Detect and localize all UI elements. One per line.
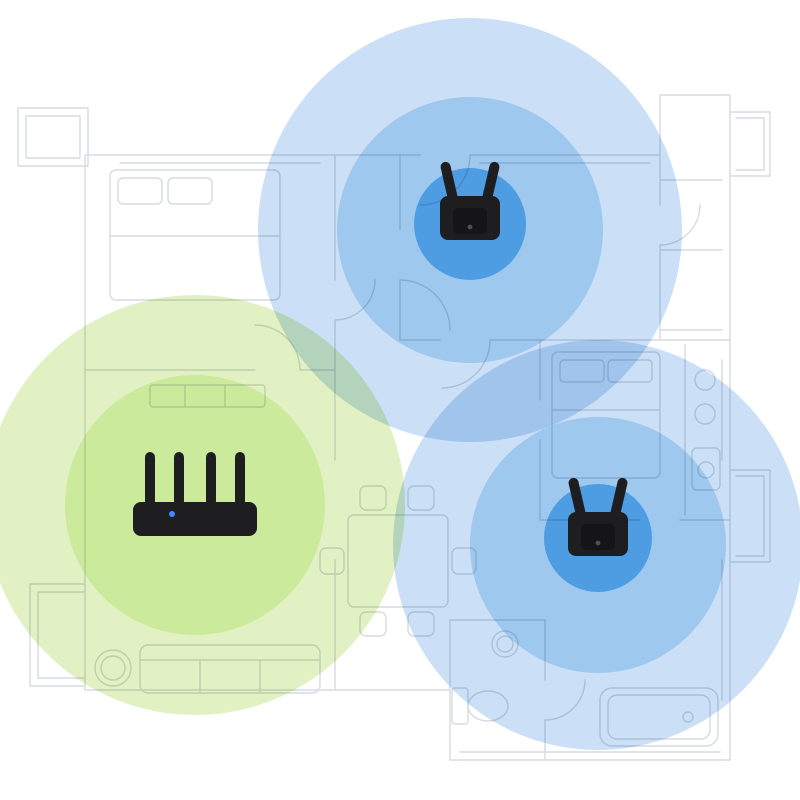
router-antenna xyxy=(235,452,245,506)
pillow xyxy=(117,177,163,205)
devices xyxy=(133,160,629,556)
router-led xyxy=(169,511,175,517)
coverage-circles xyxy=(0,18,800,750)
router-antenna xyxy=(206,452,216,506)
pillow xyxy=(167,177,213,205)
router-antenna xyxy=(174,452,184,506)
router-icon xyxy=(133,452,257,536)
router-antenna xyxy=(145,452,155,506)
router-body xyxy=(133,502,257,536)
bed-top-left xyxy=(109,169,281,301)
